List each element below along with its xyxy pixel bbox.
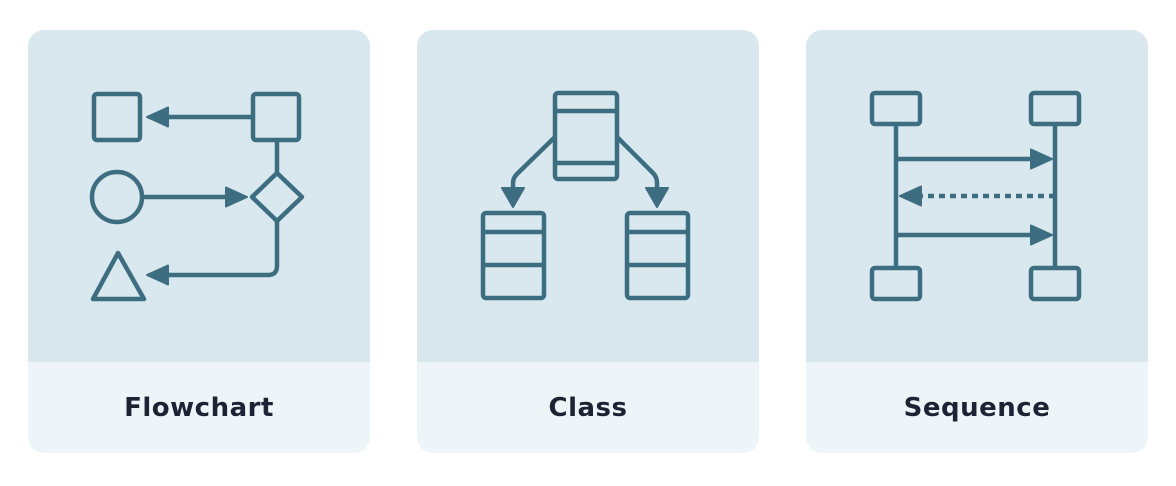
card-label: Sequence (903, 392, 1051, 423)
flowchart-card-preview (28, 30, 370, 362)
flowchart-card-footer: Flowchart (28, 362, 370, 453)
sequence-diagram-icon (869, 90, 1082, 302)
sequence-card-preview (806, 30, 1148, 362)
card-label: Class (548, 392, 628, 423)
sequence-card-footer: Sequence (806, 362, 1148, 453)
class-card-footer: Class (417, 362, 759, 453)
card-class[interactable]: Class (417, 30, 759, 453)
class-diagram-icon (480, 90, 691, 301)
card-label: Flowchart (124, 392, 274, 423)
card-flowchart[interactable]: Flowchart (28, 30, 370, 453)
card-sequence[interactable]: Sequence (806, 30, 1148, 453)
class-card-preview (417, 30, 759, 362)
flowchart-diagram-icon (89, 91, 305, 302)
